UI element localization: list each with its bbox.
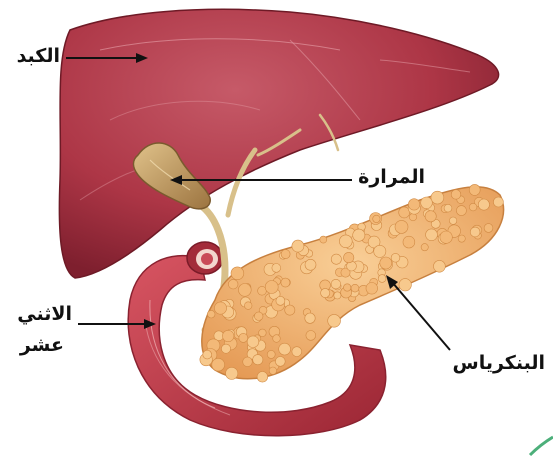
- pancreas-lobule: [305, 259, 316, 270]
- pancreas-lobule: [276, 296, 285, 305]
- pancreas-lobule: [426, 229, 438, 241]
- label-gallbladder: المرارة: [358, 166, 425, 189]
- pancreas-lobule: [484, 224, 493, 233]
- pancreas-lobule: [281, 250, 290, 259]
- pancreas-lobule: [421, 244, 428, 251]
- pancreas-lobule: [374, 245, 386, 257]
- pancreas-lobule: [275, 357, 285, 367]
- pancreas-lobule: [273, 335, 281, 343]
- pancreas-lobule: [373, 215, 380, 222]
- pancreas-lobule: [247, 336, 259, 348]
- pancreas-lobule: [478, 199, 489, 210]
- pancreas-lobule: [321, 288, 330, 297]
- pancreas-lobule: [285, 305, 295, 315]
- pancreas-lobule: [339, 235, 352, 248]
- pancreas-lobule: [395, 220, 408, 233]
- pancreas-lobule: [269, 367, 276, 374]
- pancreas-lobule: [380, 257, 392, 269]
- pancreas-lobule: [458, 235, 465, 242]
- pancreas-lobule: [239, 333, 248, 342]
- pancreas-lobule: [334, 292, 341, 299]
- pancreas-lobule: [378, 275, 386, 283]
- pancreas-lobule: [344, 252, 354, 262]
- pancreas-lobule: [243, 357, 253, 367]
- pancreas-lobule: [444, 204, 452, 212]
- pancreas-lobule: [431, 191, 444, 204]
- pancreas-lobule: [253, 355, 263, 365]
- pancreas-lobule: [244, 302, 252, 310]
- pancreas-lobule: [434, 260, 446, 272]
- pancreas-lobule: [331, 279, 341, 289]
- pancreas-pointer-line: [392, 282, 450, 350]
- pancreas-lobule: [331, 254, 341, 264]
- pancreas-lobule: [279, 343, 291, 355]
- pancreas-lobule: [265, 281, 278, 294]
- pancreas-lobule: [292, 347, 302, 357]
- pancreas-lobule: [366, 283, 378, 295]
- pancreas-lobule: [425, 211, 436, 222]
- pancreas-lobule: [221, 344, 230, 353]
- pancreas-lobule: [449, 217, 456, 224]
- pancreas-lobule: [231, 267, 244, 280]
- pancreas-lobule: [353, 229, 365, 241]
- pancreas-lobule: [409, 213, 416, 220]
- pancreas-lobule: [254, 312, 263, 321]
- pancreas-lobule: [305, 313, 315, 323]
- label-pancreas: البنكرياس: [452, 352, 545, 375]
- label-liver: الكبد: [17, 45, 60, 68]
- pancreas-lobule: [212, 358, 225, 371]
- pancreas-lobule: [451, 190, 461, 200]
- pancreas-lobule: [207, 310, 215, 318]
- pancreas-lobule: [421, 197, 433, 209]
- pancreas-lobule: [470, 227, 480, 237]
- pancreas-lobule: [408, 199, 419, 210]
- pancreas-lobule: [257, 372, 268, 383]
- pancreas-lobule: [238, 284, 251, 297]
- pancreas-lobule: [399, 279, 411, 291]
- pancreas-lobule: [306, 331, 316, 341]
- pancreas-lobule: [391, 253, 400, 262]
- pancreas-lobule: [493, 197, 503, 207]
- pancreas-lobule: [469, 203, 477, 211]
- pancreas-lobule: [281, 278, 290, 287]
- pancreas-lobule: [344, 284, 351, 291]
- pancreas-lobule: [403, 236, 415, 248]
- pancreas-lobule: [226, 367, 238, 379]
- pancreas-lobule: [267, 350, 275, 358]
- pancreas-lobule: [292, 240, 304, 252]
- label-duodenum-line2: عشر: [20, 334, 64, 357]
- pancreas-lobule: [214, 302, 226, 314]
- pancreas-lobule: [320, 236, 327, 243]
- pancreas-lobule: [328, 314, 341, 327]
- pancreas-lobule: [228, 279, 238, 289]
- pancreas-lobule: [272, 264, 281, 273]
- pancreas-lobule: [456, 206, 466, 216]
- pancreas-lobule: [351, 284, 359, 292]
- corner-mark: [530, 437, 553, 455]
- pancreas-lobule: [223, 330, 234, 341]
- pancreas-lobule: [469, 184, 480, 195]
- pancreas-lobule: [440, 231, 452, 243]
- pancreas-lobule: [203, 350, 212, 359]
- label-duodenum-line1: الاثني: [17, 303, 72, 326]
